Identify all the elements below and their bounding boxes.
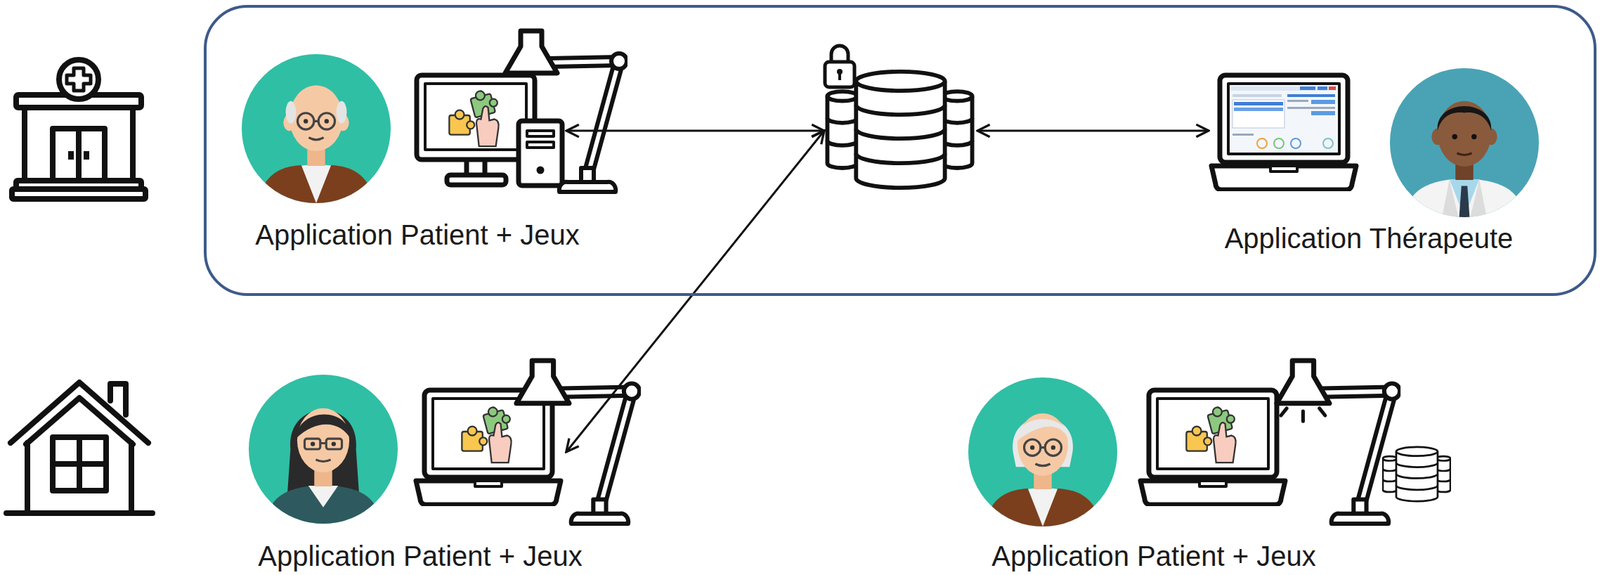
- desktop-computer: [413, 71, 567, 190]
- data-sync-arrow: [566, 129, 825, 133]
- patient-app: Application Patient + Jeux: [235, 21, 633, 260]
- patient-avatar: [968, 377, 1118, 527]
- app-label: Application Patient + Jeux: [257, 539, 582, 572]
- data-sync-arrow: [566, 130, 825, 452]
- app-label: Application Patient + Jeux: [255, 218, 580, 251]
- patient-app: Application Patient + Jeux: [235, 354, 650, 573]
- patient-laptop: [413, 386, 564, 506]
- local-database: [1382, 445, 1452, 504]
- patient-avatar: [241, 54, 391, 204]
- database-icon: [818, 35, 977, 194]
- patient-laptop: [1137, 386, 1289, 506]
- data-sync-arrow: [977, 129, 1209, 132]
- home-icon: [4, 369, 154, 519]
- desk-lamp: [499, 27, 628, 194]
- patient-avatar: [248, 374, 398, 524]
- app-label: Application Patient + Jeux: [991, 539, 1316, 572]
- hospital-region: Application Patient + Jeux Application Th…: [203, 4, 1597, 296]
- hospital-icon: [11, 52, 146, 204]
- app-label: Application Thérapeute: [1224, 222, 1514, 255]
- desk-lamp-lit: [1270, 356, 1402, 526]
- therapist-app: Application Thérapeute: [1194, 59, 1546, 264]
- therapist-laptop: [1208, 71, 1359, 192]
- patient-app: Application Patient + Jeux: [962, 354, 1462, 573]
- therapist-avatar: [1389, 68, 1539, 218]
- secure-database: [815, 33, 981, 196]
